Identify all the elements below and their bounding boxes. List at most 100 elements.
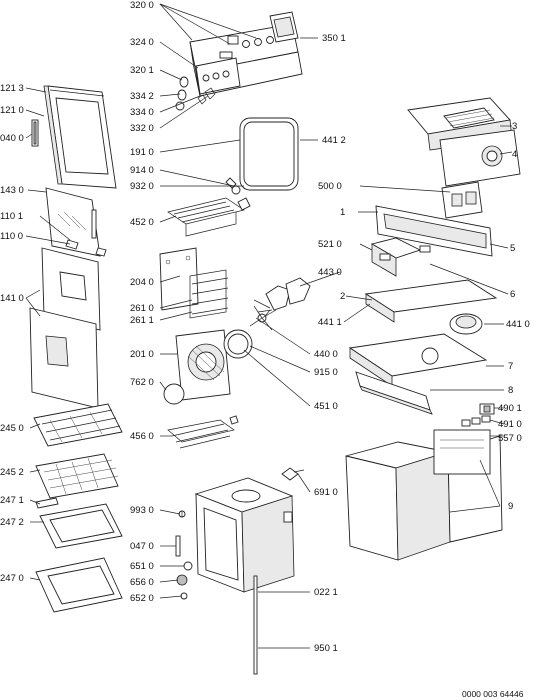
terminal-block <box>479 403 495 415</box>
callout-5: 5 <box>510 243 515 254</box>
callout-441-0: 441 0 <box>506 319 530 330</box>
callout-334-0: 334 0 <box>130 107 154 118</box>
callout-245-2: 245 2 <box>0 467 24 478</box>
footer-code: 0000 003 64446 <box>462 689 524 699</box>
callout-247-1: 247 1 <box>0 495 24 506</box>
fan-motor-right <box>449 313 483 335</box>
callout-491-0: 491 0 <box>498 419 522 430</box>
inner-door-glass <box>45 187 101 257</box>
callout-324-0: 324 0 <box>130 37 154 48</box>
callout-7: 7 <box>508 361 513 372</box>
leader-lines <box>25 3 513 649</box>
callout-490-1: 490 1 <box>498 403 522 414</box>
top-heat-shield <box>348 333 488 387</box>
knobs <box>175 76 216 111</box>
callout-557-0: 557 0 <box>498 433 522 444</box>
callout-141-0: 141 0 <box>0 293 24 304</box>
grill-element <box>167 197 251 237</box>
glass-clips <box>65 239 107 257</box>
callout-652-0: 652 0 <box>130 593 154 604</box>
callout-4: 4 <box>512 149 517 160</box>
glass-panel-lower <box>29 307 99 409</box>
fan-blade <box>249 305 277 331</box>
callout-441-2: 441 2 <box>322 135 346 146</box>
grill-rack <box>35 453 119 499</box>
callout-950-1: 950 1 <box>314 643 338 654</box>
knob-cover <box>195 57 241 95</box>
oven-cavity <box>194 477 295 593</box>
callout-440-0: 440 0 <box>314 349 338 360</box>
top-housing-assembly <box>407 97 521 187</box>
control-module <box>370 237 422 277</box>
baking-tray <box>39 503 123 549</box>
callout-452-0: 452 0 <box>130 217 154 228</box>
callout-191-0: 191 0 <box>130 147 154 158</box>
sensor-connector <box>419 245 431 253</box>
callout-110-1: 110 1 <box>0 211 23 222</box>
rack-handle <box>35 497 59 509</box>
panel-bracket <box>269 11 299 43</box>
circular-heating-element <box>167 415 239 449</box>
connector-set <box>461 415 491 427</box>
callout-441-1: 441 1 <box>318 317 342 328</box>
callout-320-1: 320 1 <box>130 65 154 76</box>
fan-element-ring <box>223 329 253 359</box>
callout-914-0: 914 0 <box>130 165 154 176</box>
callout-022-1: 022 1 <box>314 587 338 598</box>
callout-121-0: 121 0 <box>0 105 24 116</box>
callout-204-0: 204 0 <box>130 277 154 288</box>
cooling-fan-unit <box>441 181 483 219</box>
fan-cover-plate <box>163 383 185 405</box>
door-hinge <box>31 119 39 147</box>
callout-443-0: 443 0 <box>318 267 342 278</box>
callout-762-0: 762 0 <box>130 377 154 388</box>
callout-8: 8 <box>508 385 513 396</box>
callout-656-0: 656 0 <box>130 577 154 588</box>
outer-door <box>43 85 117 189</box>
insulation-blanket <box>364 279 498 323</box>
callout-320-0: 320 0 <box>130 0 154 11</box>
side-rack-panel <box>159 247 199 311</box>
callout-915-0: 915 0 <box>314 367 338 378</box>
callout-261-0: 261 0 <box>130 303 154 314</box>
callout-9: 9 <box>508 501 513 512</box>
bottom-plate <box>355 371 433 415</box>
callout-201-0: 201 0 <box>130 349 154 360</box>
wire-shelf <box>33 403 123 447</box>
callout-245-0: 245 0 <box>0 423 24 434</box>
oven-door-seal <box>239 117 299 191</box>
shelf-guide-rails <box>189 269 229 319</box>
callout-1: 1 <box>340 207 345 218</box>
callout-451-0: 451 0 <box>314 401 338 412</box>
callout-691-0: 691 0 <box>314 487 338 498</box>
lamp-assembly <box>176 561 193 600</box>
callout-334-2: 334 2 <box>130 91 154 102</box>
callout-932-0: 932 0 <box>130 181 154 192</box>
outer-housing <box>345 429 503 561</box>
callout-6: 6 <box>510 289 515 300</box>
callout-110-0: 110 0 <box>0 231 23 242</box>
glass-panel-upper <box>41 247 101 331</box>
callout-143-0: 143 0 <box>0 185 24 196</box>
front-trim-bar <box>375 205 493 257</box>
callout-261-1: 261 1 <box>130 315 154 326</box>
callout-247-2: 247 2 <box>0 517 24 528</box>
callout-456-0: 456 0 <box>130 431 154 442</box>
callout-247-0: 247 0 <box>0 573 24 584</box>
callout-500-0: 500 0 <box>318 181 342 192</box>
rear-fan-housing <box>175 329 231 401</box>
callout-651-0: 651 0 <box>130 561 154 572</box>
callout-521-0: 521 0 <box>318 239 342 250</box>
callout-121-3: 121 3 <box>0 83 24 94</box>
callout-2: 2 <box>340 291 345 302</box>
callout-332-0: 332 0 <box>130 123 154 134</box>
callout-350-1: 350 1 <box>322 33 346 44</box>
side-strip-long <box>253 575 258 675</box>
callout-993-0: 993 0 <box>130 505 154 516</box>
callout-labels: 320 0 350 1 324 0 320 1 334 2 334 0 332 … <box>0 0 530 654</box>
cavity-rail <box>175 535 181 557</box>
callout-3: 3 <box>512 121 517 132</box>
callout-047-0: 047 0 <box>130 541 154 552</box>
drip-tray <box>35 557 123 613</box>
